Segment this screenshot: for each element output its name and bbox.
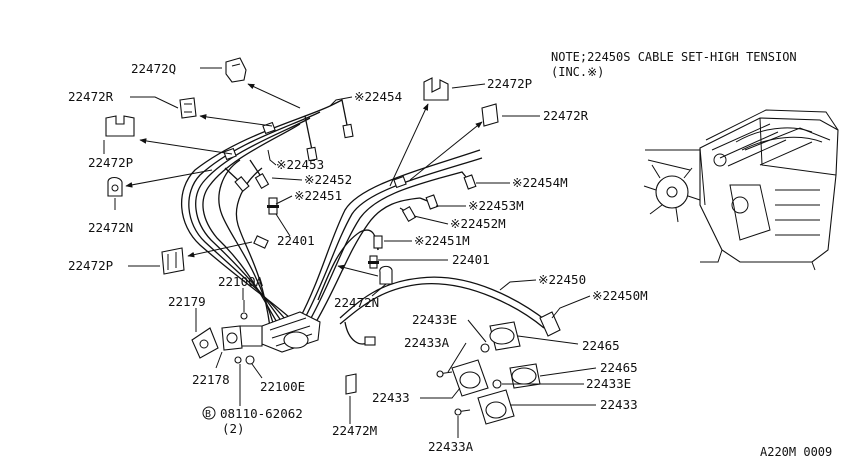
label-22451M: ※22451M: [414, 233, 470, 248]
label-22453: ※22453: [276, 157, 324, 172]
cable-bundle: [181, 105, 549, 346]
label-22472N-left: 22472N: [88, 220, 133, 235]
spark-plug-boots-left: [224, 99, 354, 215]
label-22465-a: 22465: [582, 338, 620, 353]
label-22472N-mid: 22472N: [334, 295, 379, 310]
label-08110-badge: B: [205, 409, 211, 420]
engine-illustration: [643, 109, 839, 271]
label-22454: ※22454: [354, 89, 402, 104]
label-22450M: ※22450M: [592, 288, 648, 303]
label-22401-b: 22401: [452, 252, 490, 267]
label-22433A-b: 22433A: [428, 439, 474, 454]
label-22472P-left: 22472P: [88, 155, 133, 170]
note-line-2: (INC.※): [551, 65, 604, 79]
label-22472Q: 22472Q: [131, 61, 176, 76]
label-22100A: 22100A: [218, 274, 264, 289]
clip-22472N-mid: [379, 265, 393, 285]
label-22100E: 22100E: [260, 379, 305, 394]
label-22452M: ※22452M: [450, 216, 506, 231]
clip-22472N-left: [107, 176, 123, 197]
label-22451: ※22451: [294, 188, 342, 203]
clip-22472P-right: [423, 77, 449, 101]
figure-code: A220M 0009: [760, 445, 832, 459]
label-22454M: ※22454M: [512, 175, 568, 190]
ignition-coil-parts: [436, 311, 561, 425]
label-22472P-right: 22472P: [487, 76, 532, 91]
distributor-assembly: [191, 300, 321, 365]
label-22465-b: 22465: [600, 360, 638, 375]
note-line-1: NOTE;22450S CABLE SET-HIGH TENSION: [551, 50, 797, 64]
label-22453M: ※22453M: [468, 198, 524, 213]
label-22472R-left: 22472R: [68, 89, 114, 104]
label-22401-a: 22401: [277, 233, 315, 248]
clip-22472R-right: [481, 103, 499, 127]
spark-plug-boots-right: [368, 171, 477, 269]
label-22433E-a: 22433E: [412, 312, 457, 327]
label-22433A-a: 22433A: [404, 335, 450, 350]
clip-22472P-left: [105, 115, 135, 137]
label-22452: ※22452: [304, 172, 352, 187]
label-22433-b: 22433: [600, 397, 638, 412]
label-22472M: 22472M: [332, 423, 377, 438]
clip-22472P-lower: [161, 247, 185, 275]
label-22433-a: 22433: [372, 390, 410, 405]
label-22450: ※22450: [538, 272, 586, 287]
clip-22472Q: [225, 57, 247, 83]
label-22472R-right: 22472R: [543, 108, 589, 123]
clip-22472R-left: [179, 97, 197, 119]
label-08110-62062: 08110-62062: [220, 406, 303, 421]
clip-22472M: [345, 373, 357, 395]
part-labels: 22472Q 22472R 22472P 22472N 22472P ※2245…: [68, 61, 648, 454]
label-22179: 22179: [168, 294, 206, 309]
label-22472P-lower: 22472P: [68, 258, 113, 273]
leader-lines: [103, 67, 597, 438]
bolt-badge-circle: [202, 406, 216, 420]
label-22433E-b: 22433E: [586, 376, 631, 391]
label-22178: 22178: [192, 372, 230, 387]
label-08110-qty: (2): [222, 421, 245, 436]
